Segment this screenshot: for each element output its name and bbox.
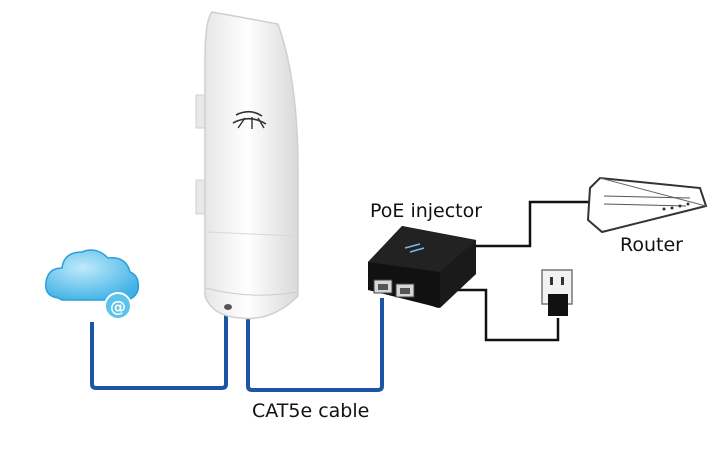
wire-router <box>462 200 592 248</box>
poe-injector <box>368 226 476 308</box>
router-icon <box>586 176 708 234</box>
internet-cloud-icon <box>45 249 140 320</box>
wire-power <box>440 288 560 342</box>
cable-cat5e <box>246 298 384 392</box>
ubiquiti-logo-icon <box>232 110 267 129</box>
poe-injector-label: PoE injector <box>370 200 483 222</box>
ethernet-port-2 <box>395 283 415 298</box>
ethernet-port-1 <box>373 279 393 294</box>
access-point <box>195 11 299 320</box>
cat5e-cable-label: CAT5e cable <box>252 400 370 422</box>
router-label: Router <box>620 234 683 256</box>
cable-internet <box>90 312 228 390</box>
power-outlet-icon <box>541 269 573 316</box>
internet-at-symbol: @ <box>110 297 126 316</box>
